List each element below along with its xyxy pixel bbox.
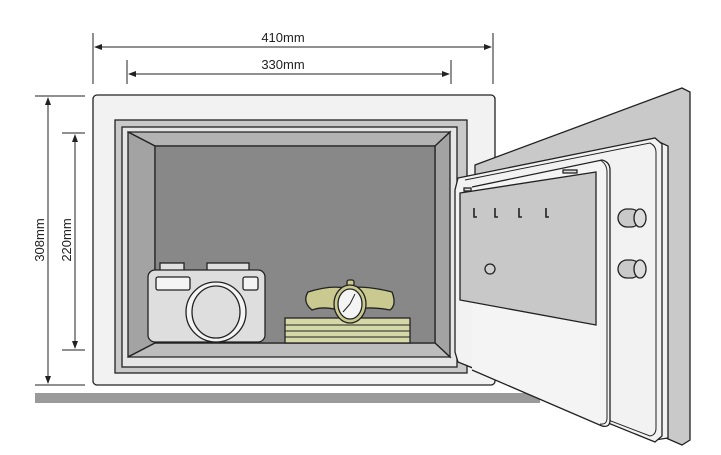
keyhole-icon [484, 263, 496, 275]
safe-door [454, 87, 691, 446]
floor-bar [35, 393, 540, 403]
inner-width-label: 330mm [261, 57, 304, 72]
outer-height-label: 308mm [32, 218, 47, 261]
outer-height-dimension: 308mm [32, 95, 85, 386]
camera [147, 262, 266, 343]
watch [305, 279, 395, 324]
outer-width-label: 410mm [261, 30, 304, 45]
locking-bolts [617, 208, 647, 279]
door-plate [459, 171, 597, 326]
outer-width-dimension: 410mm [92, 30, 494, 84]
key-hooks [473, 208, 549, 218]
inner-width-dimension: 330mm [126, 57, 452, 84]
inner-height-dimension: 220mm [59, 132, 85, 351]
inner-height-label: 220mm [59, 218, 74, 261]
